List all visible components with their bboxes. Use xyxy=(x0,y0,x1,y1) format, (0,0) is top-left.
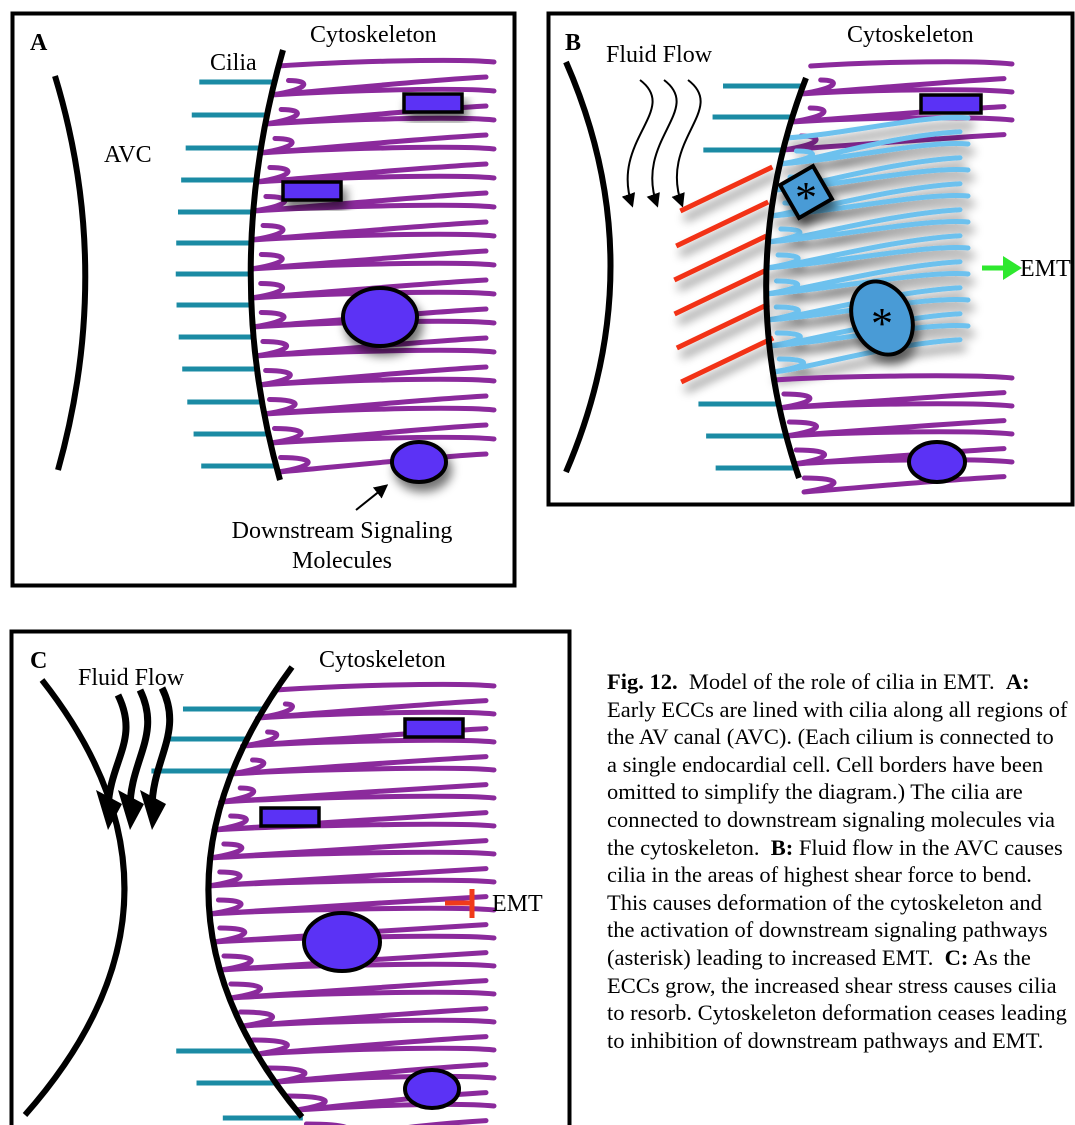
panel-b-cytoskeleton-label: Cytoskeleton xyxy=(847,22,974,48)
signaling-molecule-rect xyxy=(405,719,463,737)
panel-b-emt-label: EMT xyxy=(1020,256,1071,282)
signaling-molecule-ellipse xyxy=(405,1070,459,1108)
panel-b-flow-label: Fluid Flow xyxy=(606,42,713,68)
caption-c-label: C: xyxy=(945,945,969,970)
panel-a-molecules-label-1: Downstream Signaling xyxy=(232,518,453,544)
caption-intro: Model of the role of cilia in EMT. xyxy=(689,669,995,694)
emt-activation-arrow xyxy=(982,256,1022,280)
panel-a-letter: A xyxy=(30,30,48,56)
panel-a-cytoskeleton xyxy=(251,60,494,472)
cytoskeleton-strand xyxy=(774,376,1012,492)
panel-a: A Cytoskeleton Cilia AVC Downstream Sign… xyxy=(13,14,515,586)
bent-cilium xyxy=(681,338,773,382)
panel-a-cytoskeleton-label: Cytoskeleton xyxy=(310,22,437,48)
bent-cilium xyxy=(677,304,769,348)
cytoskeleton-strand xyxy=(251,60,494,472)
molecules-pointer-arrow xyxy=(356,486,386,510)
signaling-molecule-ellipse xyxy=(304,913,380,971)
panel-b-avc-wall xyxy=(566,62,611,472)
panel-a-molecules-label-2: Molecules xyxy=(292,548,392,574)
activated-asterisk: * xyxy=(795,173,817,222)
panel-a-avc-label: AVC xyxy=(104,142,152,168)
panel-a-cilia-label: Cilia xyxy=(210,50,257,76)
signaling-molecule-rect xyxy=(404,94,462,112)
panel-c-emt-label: EMT xyxy=(492,891,543,917)
figure-caption: Fig. 12. Model of the role of cilia in E… xyxy=(607,668,1069,1054)
signaling-molecule-ellipse xyxy=(909,442,965,482)
panel-b-bent-cilia xyxy=(674,167,773,382)
activated-asterisk: * xyxy=(871,299,893,348)
panel-c-avc-wall xyxy=(25,680,124,1115)
panel-c-letter: C xyxy=(30,648,47,674)
signaling-molecule-rect xyxy=(283,182,341,200)
emt-inhibition-symbol xyxy=(445,889,472,918)
panel-c: C Cytoskeleton Fluid Flow EMT xyxy=(12,632,570,1125)
caption-b-label: B: xyxy=(771,835,794,860)
panel-c-cytoskeleton-label: Cytoskeleton xyxy=(319,647,446,673)
panel-c-fluid-flow-arrows xyxy=(96,688,170,830)
panel-b-letter: B xyxy=(565,30,581,56)
panel-b: B Cytoskeleton Fluid Flow * * EMT xyxy=(549,14,1073,505)
signaling-molecule-rect xyxy=(921,95,981,113)
panel-a-avc-wall xyxy=(55,76,85,470)
caption-fig-label: Fig. 12. xyxy=(607,669,678,694)
panel-c-flow-label: Fluid Flow xyxy=(78,665,185,691)
signaling-molecule-ellipse xyxy=(343,288,417,346)
signaling-molecule-ellipse xyxy=(392,442,446,482)
bent-cilium xyxy=(675,270,767,314)
panel-b-cytoskeleton-bottom xyxy=(774,376,1012,492)
signaling-molecule-rect xyxy=(261,808,319,826)
panel-b-fluid-flow-arrows xyxy=(628,80,701,205)
caption-a-label: A: xyxy=(1006,669,1030,694)
